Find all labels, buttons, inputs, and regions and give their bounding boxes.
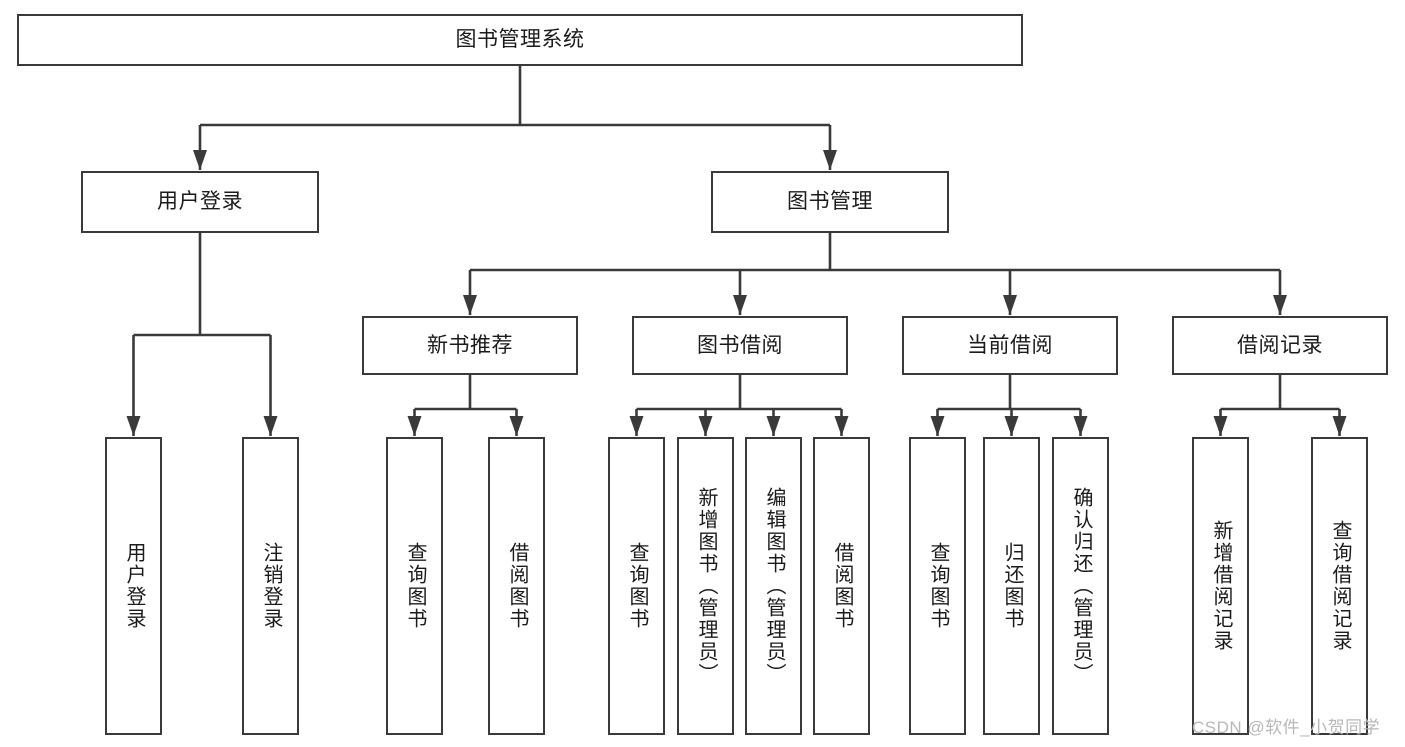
node-new-book-recommend[interactable]: 新书推荐 xyxy=(362,316,578,375)
node-book-borrow[interactable]: 图书借阅 xyxy=(632,316,848,375)
node-label: 借阅图书 xyxy=(831,542,853,630)
arrow-icon-leaf-query-book-1 xyxy=(407,416,422,436)
arrow-icon-user-login xyxy=(193,150,207,170)
arrow-icon-new-book-recommend xyxy=(463,295,477,315)
node-leaf-add-book[interactable]: 新增图书（管理员） xyxy=(677,437,734,735)
node-label: 图书管理系统 xyxy=(455,28,585,52)
arrow-icon-leaf-edit-book xyxy=(766,416,781,436)
node-label: 用户登录 xyxy=(123,542,145,630)
node-label: 当前借阅 xyxy=(967,333,1053,357)
node-root[interactable]: 图书管理系统 xyxy=(17,14,1023,66)
arrow-icon-leaf-borrow-book-1 xyxy=(509,416,524,436)
node-current-borrow[interactable]: 当前借阅 xyxy=(902,316,1118,375)
node-label: 归还图书 xyxy=(1001,542,1023,630)
node-label: 编辑图书（管理员） xyxy=(763,487,785,685)
node-label: 新书推荐 xyxy=(427,333,513,357)
node-label: 新增借阅记录 xyxy=(1210,520,1232,652)
node-label: 图书借阅 xyxy=(697,333,783,357)
arrow-icon-leaf-return-book xyxy=(1004,416,1019,436)
arrow-icon-leaf-borrow-book-2 xyxy=(834,416,849,436)
node-label: 新增图书（管理员） xyxy=(695,487,717,685)
node-label: 查询借阅记录 xyxy=(1329,520,1351,652)
node-leaf-edit-book[interactable]: 编辑图书（管理员） xyxy=(745,437,802,735)
arrow-icon-current-borrow xyxy=(1003,295,1017,315)
node-label: 查询图书 xyxy=(626,542,648,630)
node-label: 查询图书 xyxy=(404,542,426,630)
node-label: 图书管理 xyxy=(787,190,873,214)
node-label: 用户登录 xyxy=(157,190,243,214)
arrow-icon-leaf-confirm-return xyxy=(1073,416,1088,436)
arrow-icon-leaf-query-record xyxy=(1332,416,1347,436)
node-label: 确认归还（管理员） xyxy=(1070,487,1092,685)
arrow-icon-book-manage xyxy=(823,150,837,170)
node-leaf-query-book-2[interactable]: 查询图书 xyxy=(608,437,665,735)
arrow-icon-book-borrow xyxy=(733,295,747,315)
arrow-icon-leaf-query-book-2 xyxy=(629,416,644,436)
node-label: 查询图书 xyxy=(927,542,949,630)
arrow-icon-leaf-logout xyxy=(263,416,278,436)
node-leaf-confirm-return[interactable]: 确认归还（管理员） xyxy=(1052,437,1109,735)
node-leaf-borrow-book-2[interactable]: 借阅图书 xyxy=(813,437,870,735)
node-user-login[interactable]: 用户登录 xyxy=(81,171,319,233)
node-borrow-records[interactable]: 借阅记录 xyxy=(1172,316,1388,375)
node-leaf-borrow-book-1[interactable]: 借阅图书 xyxy=(488,437,545,735)
arrow-icon-leaf-user-login xyxy=(126,416,141,436)
node-leaf-query-record[interactable]: 查询借阅记录 xyxy=(1311,437,1368,735)
arrow-icon-borrow-records xyxy=(1273,295,1287,315)
arrow-icon-leaf-add-record xyxy=(1213,416,1228,436)
node-label: 借阅记录 xyxy=(1237,333,1323,357)
arrow-icon-leaf-query-book-3 xyxy=(930,416,945,436)
node-label: 注销登录 xyxy=(260,542,282,630)
node-leaf-add-record[interactable]: 新增借阅记录 xyxy=(1192,437,1249,735)
arrow-icon-leaf-add-book xyxy=(698,416,713,436)
node-book-manage[interactable]: 图书管理 xyxy=(711,171,949,233)
node-label: 借阅图书 xyxy=(506,542,528,630)
node-leaf-return-book[interactable]: 归还图书 xyxy=(983,437,1040,735)
node-leaf-query-book-3[interactable]: 查询图书 xyxy=(909,437,966,735)
node-leaf-query-book-1[interactable]: 查询图书 xyxy=(386,437,443,735)
node-leaf-user-login[interactable]: 用户登录 xyxy=(105,437,162,735)
node-leaf-logout[interactable]: 注销登录 xyxy=(242,437,299,735)
